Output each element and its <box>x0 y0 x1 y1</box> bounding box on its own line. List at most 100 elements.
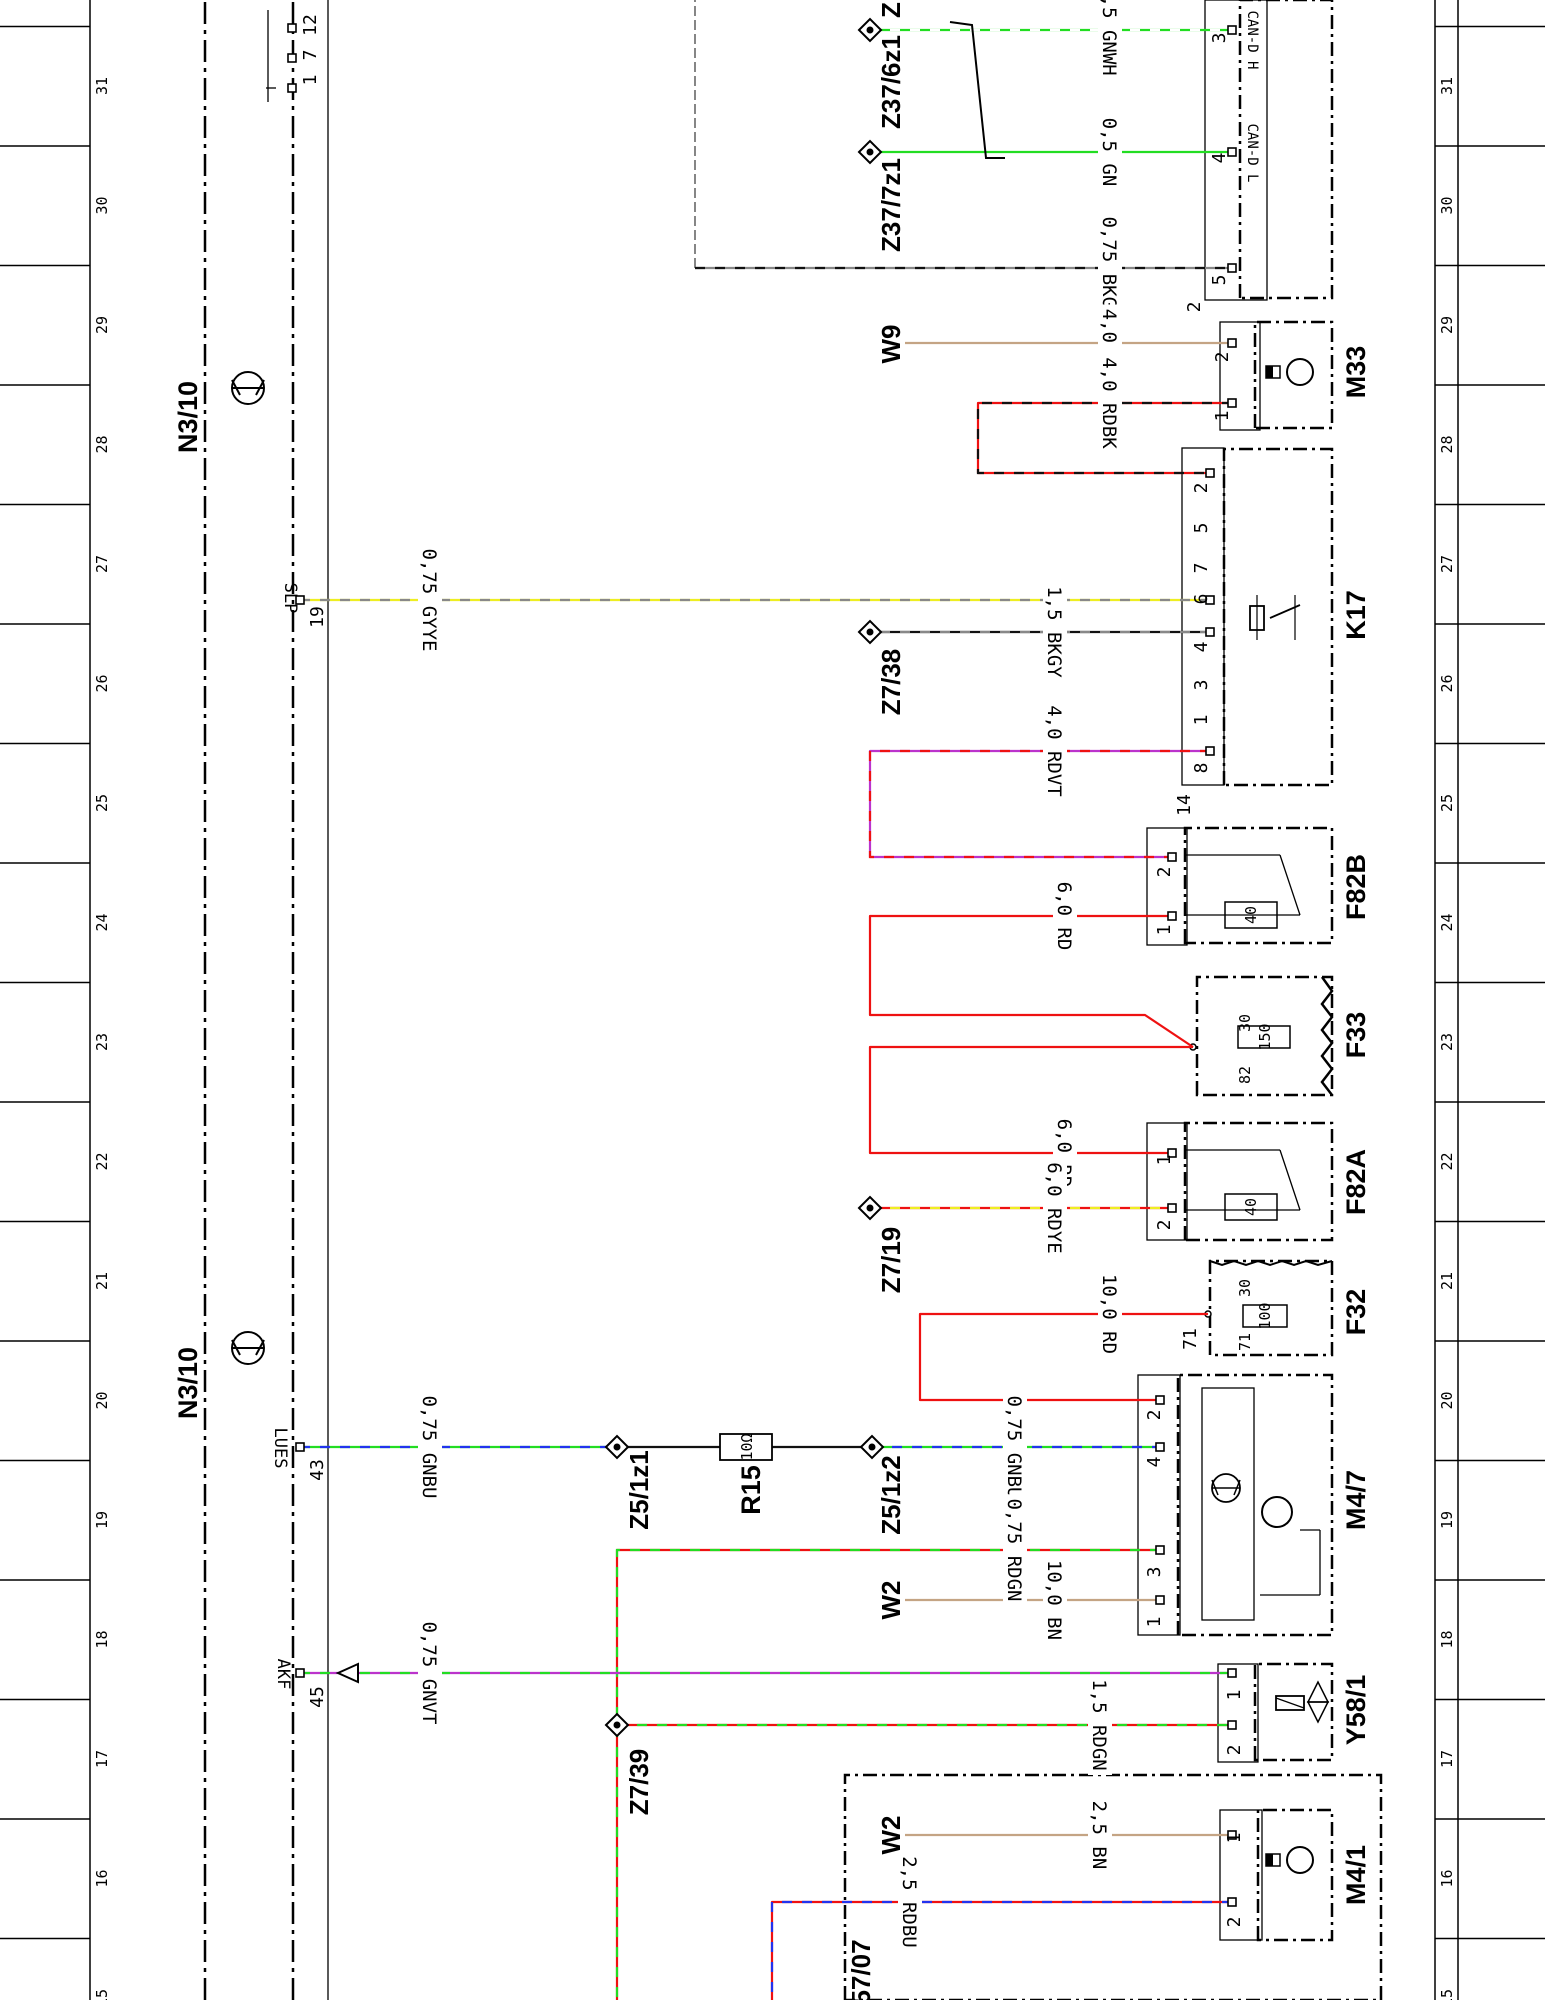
f82b-pin-1: 1 <box>1154 925 1175 936</box>
splice-z37-7z1 <box>857 139 883 165</box>
transistor-symbol-bottom <box>231 1331 265 1365</box>
grid-label-right-18: 18 <box>1438 1630 1456 1648</box>
label-z37-7z1: Z37/7z1 <box>876 158 906 252</box>
splice-z7-38 <box>857 619 883 645</box>
grid-label-right-24: 24 <box>1438 913 1456 931</box>
can-label-h: CAN-D H <box>1244 10 1260 69</box>
fuse-box-f82a <box>1146 1121 1334 1242</box>
k17-id-14: 14 <box>1174 794 1195 816</box>
terminal-9 <box>1167 852 1177 862</box>
can-pin-base: 2 <box>1184 302 1205 313</box>
m47-pin-3: 3 <box>1144 1567 1165 1578</box>
svg-text:6,0 RD: 6,0 RD <box>1053 882 1075 951</box>
wire-label-gn: 0,5 GN <box>1098 113 1122 191</box>
module-pin-name-lues: LUES <box>270 1428 290 1469</box>
wire-label-rdye: 6,0 RDYE <box>1043 1158 1067 1258</box>
terminal-0 <box>1227 25 1237 35</box>
m33-pin-2: 2 <box>1212 352 1233 363</box>
transistor-symbol-top <box>231 371 265 405</box>
k17-pin-8: 8 <box>1191 763 1212 774</box>
terminal-4 <box>1227 398 1237 408</box>
relay-k17 <box>1181 447 1334 787</box>
splice-z5-1z2 <box>859 1434 885 1460</box>
terminal-20 <box>1227 1897 1237 1907</box>
grid-label-right-30: 30 <box>1438 196 1456 214</box>
grid-label-right-22: 22 <box>1438 1152 1456 1170</box>
grid-label-left-16: 16 <box>93 1869 111 1887</box>
label-z5-1z1: Z5/1z1 <box>624 1450 654 1530</box>
svg-text:10,0 BN: 10,0 BN <box>1043 1560 1065 1640</box>
svg-text:0,5 GNWH: 0,5 GNWH <box>1098 0 1120 76</box>
svg-text:1,5 RDGN: 1,5 RDGN <box>1088 1679 1110 1771</box>
splice-layer <box>604 17 885 1738</box>
label-z7-38: Z7/38 <box>876 649 906 716</box>
wire-label-bkgy075: 0,75 BKGY <box>1098 212 1122 324</box>
label-m33: M33 <box>1341 346 1371 399</box>
grid-label-left-18: 18 <box>93 1630 111 1648</box>
wire-rd-10 <box>918 1312 1208 1402</box>
label-w9: W9 <box>876 325 906 364</box>
pin-number-19: 19 <box>307 606 328 628</box>
grid-label-right-31: 31 <box>1438 77 1456 95</box>
y58-1-pin-2: 2 <box>1224 1745 1245 1756</box>
f32-side-71: 71 <box>1180 1328 1201 1350</box>
label-k17: K17 <box>1341 590 1371 640</box>
label-z7-39: Z7/39 <box>624 1749 654 1816</box>
fuse-value-f82a: 40 <box>1242 1198 1260 1216</box>
grid-label-left-23: 23 <box>93 1033 111 1051</box>
f32-terminal-30: 30 <box>1236 1279 1254 1297</box>
terminal-11 <box>1167 1148 1177 1158</box>
grid-label-right-19: 19 <box>1438 1511 1456 1529</box>
grid-label-right-28: 28 <box>1438 435 1456 453</box>
label-z37-6z1: Z37/6z1 <box>876 35 906 129</box>
fuse-value-f82b: 40 <box>1242 906 1260 924</box>
grid-label-right-16: 16 <box>1438 1869 1456 1887</box>
terminal-21 <box>295 595 305 605</box>
m33-pin-1: 1 <box>1212 411 1233 422</box>
svg-text:0,75 GNVT: 0,75 GNVT <box>418 1622 440 1725</box>
can-label-l: CAN-D L <box>1244 123 1260 182</box>
wire-label-bkgy15: 1,5 BKGY <box>1043 582 1067 682</box>
f32-terminal-71: 71 <box>1236 1333 1254 1351</box>
grid-label-right-26: 26 <box>1438 674 1456 692</box>
pin-number-43: 43 <box>307 1459 328 1481</box>
terminal-layer <box>287 23 1237 1907</box>
terminal-13 <box>1155 1395 1165 1405</box>
can-pin-3: 3 <box>1209 33 1230 44</box>
terminal-18 <box>1227 1720 1237 1730</box>
grid-label-left-20: 20 <box>93 1391 111 1409</box>
module-pin-name-akf: AKF <box>273 1659 293 1690</box>
module-label-top: N3/10 <box>173 381 203 453</box>
motor-m33 <box>1219 320 1334 431</box>
terminal-22 <box>295 1442 305 1452</box>
splice-z7-39 <box>604 1712 630 1738</box>
wire-rd-60-a <box>868 914 1194 1048</box>
terminal-2 <box>1227 263 1237 273</box>
can-pin-5: 5 <box>1209 275 1230 286</box>
wire-label-gyye: 0,75 GYYE <box>418 544 442 656</box>
label-f82a: F82A <box>1341 1149 1371 1215</box>
wire-label-rd60a: 6,0 RD <box>1053 877 1077 955</box>
f33-terminal-82: 82 <box>1236 1066 1254 1084</box>
terminal-10 <box>1167 911 1177 921</box>
terminal-14 <box>1155 1442 1165 1452</box>
grid-label-left-31: 31 <box>93 77 111 95</box>
fuse-value-f33: 150 <box>1256 1023 1274 1050</box>
svg-text:0,75 BKGY: 0,75 BKGY <box>1098 217 1120 321</box>
terminal-6 <box>1205 595 1215 605</box>
svg-text:4,0 RDVT: 4,0 RDVT <box>1043 705 1065 797</box>
wire-label-bn25: 2,5 BN <box>1088 1796 1112 1874</box>
splice-z5-1z1 <box>604 1434 630 1460</box>
svg-text:4,0 RDBK: 4,0 RDBK <box>1098 357 1120 449</box>
m47-pin-4: 4 <box>1144 1457 1165 1468</box>
terminal-8 <box>1205 746 1215 756</box>
wire-label-bn10: 10,0 BN <box>1043 1555 1067 1645</box>
k17-pin-3: 3 <box>1191 680 1212 691</box>
terminal-17 <box>1227 1668 1237 1678</box>
fuse-box-f82b <box>1146 826 1334 946</box>
svg-text:1,5 BKGY: 1,5 BKGY <box>1043 586 1065 678</box>
terminal-3 <box>1227 338 1237 348</box>
wire-label-rdvt: 4,0 RDVT <box>1043 701 1067 801</box>
wire-rdbu <box>770 1900 1232 2000</box>
